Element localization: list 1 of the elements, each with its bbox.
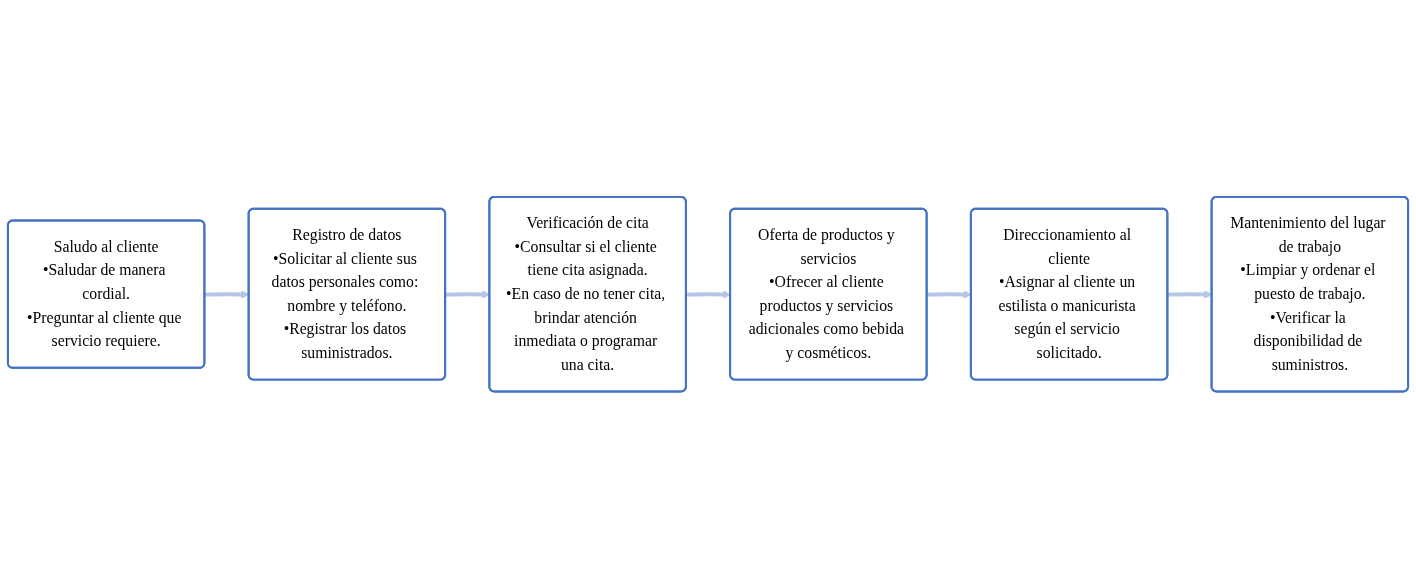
arrow xyxy=(686,290,731,299)
